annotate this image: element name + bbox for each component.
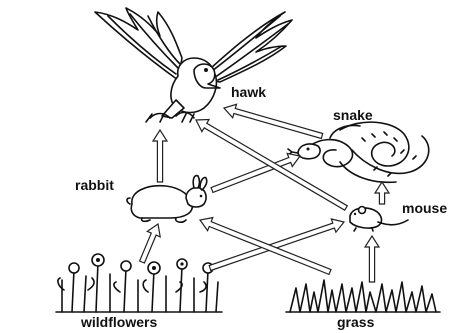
wildflowers-illustration (56, 254, 222, 312)
arrow-wildflowers-to-mouse (209, 219, 344, 271)
arrow-rabbit-to-hawk (153, 130, 167, 182)
wildflowers-label: wildflowers (80, 314, 157, 330)
arrow-mouse-to-hawk (196, 120, 347, 211)
hawk-label: hawk (231, 84, 266, 100)
mouse-label: mouse (402, 200, 447, 216)
arrow-snake-to-hawk (224, 104, 323, 138)
snake-label: snake (333, 107, 373, 123)
rabbit-label: rabbit (75, 177, 114, 193)
arrow-wildflowers-to-rabbit (140, 224, 161, 263)
grass-illustration (286, 280, 440, 312)
hawk-illustration (95, 8, 292, 122)
rabbit-illustration (127, 176, 207, 223)
mouse-illustration (350, 207, 408, 232)
arrow-mouse-to-snake (375, 182, 389, 204)
arrow-grass-to-mouse (365, 236, 379, 282)
grass-label: grass (337, 314, 375, 330)
